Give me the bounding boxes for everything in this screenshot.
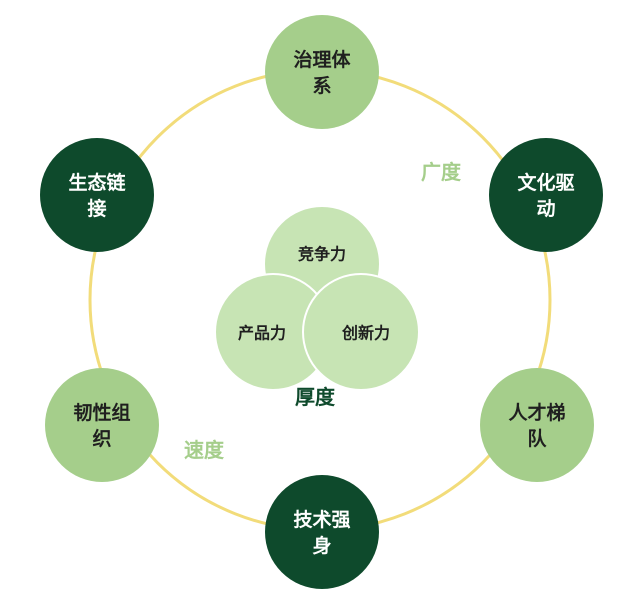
node-ecosystem-line2: 接 [87,198,106,220]
node-ecosystem-line1: 生态链 [68,171,125,194]
node-tech-line2: 身 [312,534,331,557]
label-depth: 厚度 [295,385,336,409]
node-resilient-org: 韧性组 织 [45,368,159,482]
node-ecosystem-link: 生态链 接 [40,138,154,252]
node-culture-line1: 文化驱 [517,171,574,194]
node-culture-line2: 动 [536,198,555,220]
center-venn: 竞争力 产品力 创新力 [214,205,420,391]
node-governance-system: 治理体 系 [265,15,379,129]
center-label-innovation: 创新力 [341,324,390,343]
node-talent-line2: 队 [527,427,547,450]
node-tech-strength: 技术强 身 [265,475,379,589]
label-speed: 速度 [184,438,225,462]
node-talent-line1: 人才梯 [508,401,565,424]
venn-circle-right [302,273,420,391]
node-governance-line1: 治理体 [293,48,351,71]
node-culture-driven: 文化驱 动 [489,138,603,252]
center-label-product: 产品力 [238,324,286,343]
node-talent-pipeline: 人才梯 队 [480,368,594,482]
node-tech-line1: 技术强 [293,508,350,531]
label-breadth: 广度 [421,160,462,184]
node-governance-line2: 系 [312,75,331,97]
center-label-competitiveness: 竞争力 [298,245,346,264]
node-resilient-line2: 织 [92,427,111,450]
node-resilient-line1: 韧性组 [73,401,130,424]
